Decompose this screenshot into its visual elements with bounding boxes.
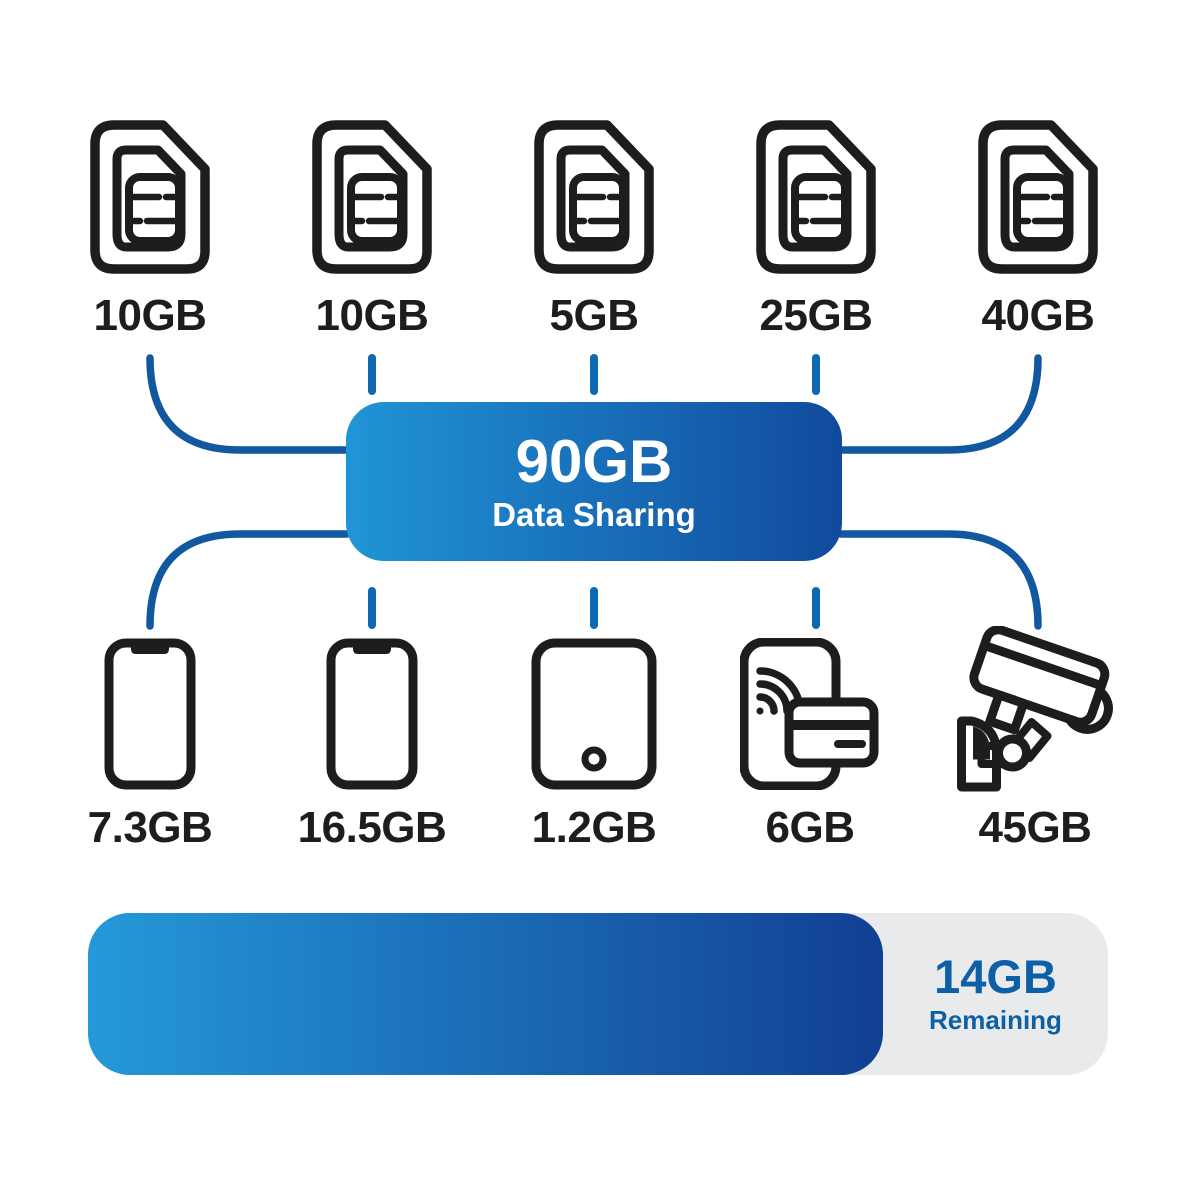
sim-icon-box (696, 120, 936, 274)
sim-node-5: 40GB (918, 120, 1158, 338)
sim-node-3: 5GB (474, 120, 714, 338)
device-node-1: 7.3GB (30, 638, 270, 850)
sim-node-1: 10GB (30, 120, 270, 338)
device-usage-label: 6GB (765, 803, 855, 852)
device-node-2: 16.5GB (252, 638, 492, 850)
sim-icon-box (252, 120, 492, 274)
sim-icon-box (474, 120, 714, 274)
device-node-5: 45GB (915, 638, 1155, 850)
smartphone-icon (104, 638, 196, 790)
device-icon-box (690, 638, 930, 790)
device-usage-label: 16.5GB (297, 803, 447, 852)
pool-amount: 90GB (515, 427, 673, 495)
sim-card-icon (534, 120, 654, 274)
connector-device-1 (146, 530, 351, 630)
device-node-4: 6GB (690, 638, 930, 850)
sim-card-icon (756, 120, 876, 274)
remaining-label: Remaining (929, 1004, 1062, 1035)
connector-sim-5 (837, 354, 1042, 454)
sim-node-2: 10GB (252, 120, 492, 338)
sim-allowance-label: 5GB (549, 291, 639, 340)
connector-sim-1 (146, 354, 351, 454)
sim-allowance-label: 25GB (759, 291, 873, 340)
sim-node-4: 25GB (696, 120, 936, 338)
device-usage-label: 7.3GB (87, 803, 213, 852)
device-node-3: 1.2GB (474, 638, 714, 850)
device-icon-box (30, 638, 270, 790)
device-icon-box (252, 638, 492, 790)
device-icon-box (915, 638, 1155, 790)
tablet-icon (531, 638, 657, 790)
data-pool-box: 90GB Data Sharing (346, 402, 842, 561)
sim-icon-box (918, 120, 1158, 274)
usage-bar-track: 14GB Remaining (88, 913, 1108, 1075)
sim-allowance-label: 10GB (93, 291, 207, 340)
contactless-payment-phone-icon (740, 638, 880, 790)
sim-card-icon (90, 120, 210, 274)
sim-card-icon (312, 120, 432, 274)
sim-allowance-label: 10GB (315, 291, 429, 340)
usage-bar-fill (88, 913, 883, 1075)
connector-device-5 (837, 530, 1042, 630)
sim-card-icon (978, 120, 1098, 274)
device-usage-label: 45GB (978, 803, 1092, 852)
device-icon-box (474, 638, 714, 790)
remaining-block: 14GB Remaining (883, 913, 1108, 1075)
pool-caption: Data Sharing (492, 495, 696, 533)
remaining-amount: 14GB (934, 949, 1057, 1003)
sim-allowance-label: 40GB (981, 291, 1095, 340)
smartphone-icon (326, 638, 418, 790)
device-usage-label: 1.2GB (531, 803, 657, 852)
cctv-camera-icon (948, 626, 1123, 798)
sim-icon-box (30, 120, 270, 274)
